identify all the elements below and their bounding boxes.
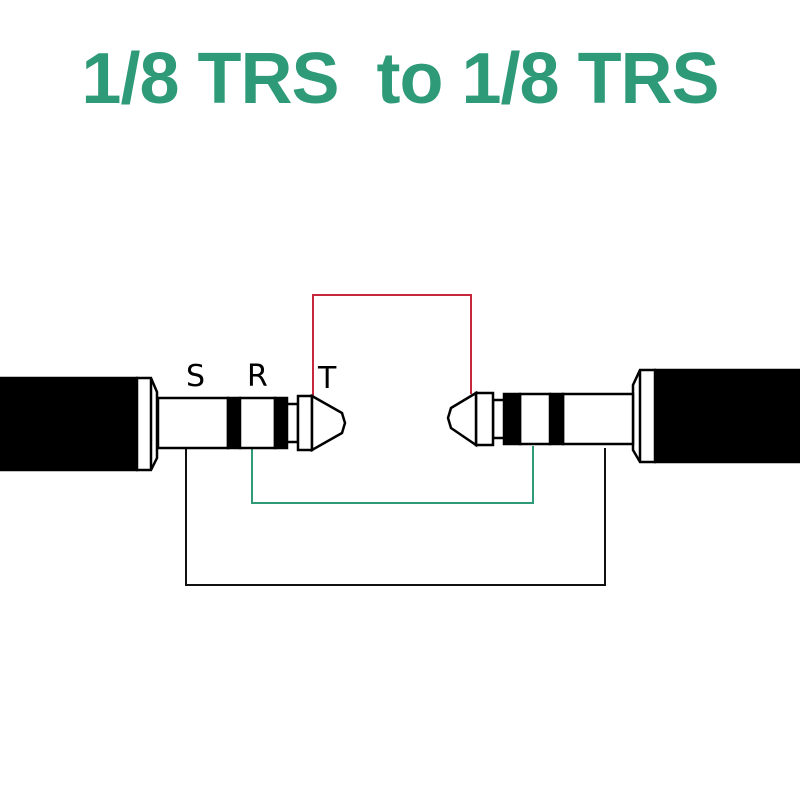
left-plug-tip-collar — [296, 394, 314, 452]
left-plug-sleeve — [156, 396, 230, 450]
right-plug-tip-collar — [474, 391, 495, 447]
right-plug-sleeve — [561, 392, 635, 446]
right-plug-neck — [491, 398, 506, 440]
right-plug-body — [653, 368, 800, 464]
left-plug-tip — [310, 393, 347, 453]
left-plug-insulator-2 — [273, 396, 289, 450]
left-plug — [0, 376, 347, 472]
left-plug-insulator-1 — [226, 396, 242, 450]
right-plug-insulator-1 — [502, 392, 522, 446]
left-plug-collar — [135, 376, 159, 472]
label-sleeve: S — [186, 359, 206, 394]
right-plug-ring — [518, 392, 552, 446]
wire-sleeve — [185, 448, 606, 586]
wire-tip — [312, 294, 472, 396]
left-plug-ring — [238, 396, 277, 450]
label-tip: T — [318, 361, 337, 396]
left-plug-body — [0, 376, 139, 472]
right-plug-insulator-2 — [548, 392, 565, 446]
wire-ring — [251, 446, 534, 504]
diagram-title: 1/8 TRS to 1/8 TRS — [81, 39, 719, 119]
label-ring: R — [247, 359, 268, 394]
right-plug-collar — [631, 368, 657, 464]
right-plug — [446, 368, 800, 464]
right-plug-tip — [446, 390, 478, 448]
left-plug-neck — [285, 402, 300, 444]
